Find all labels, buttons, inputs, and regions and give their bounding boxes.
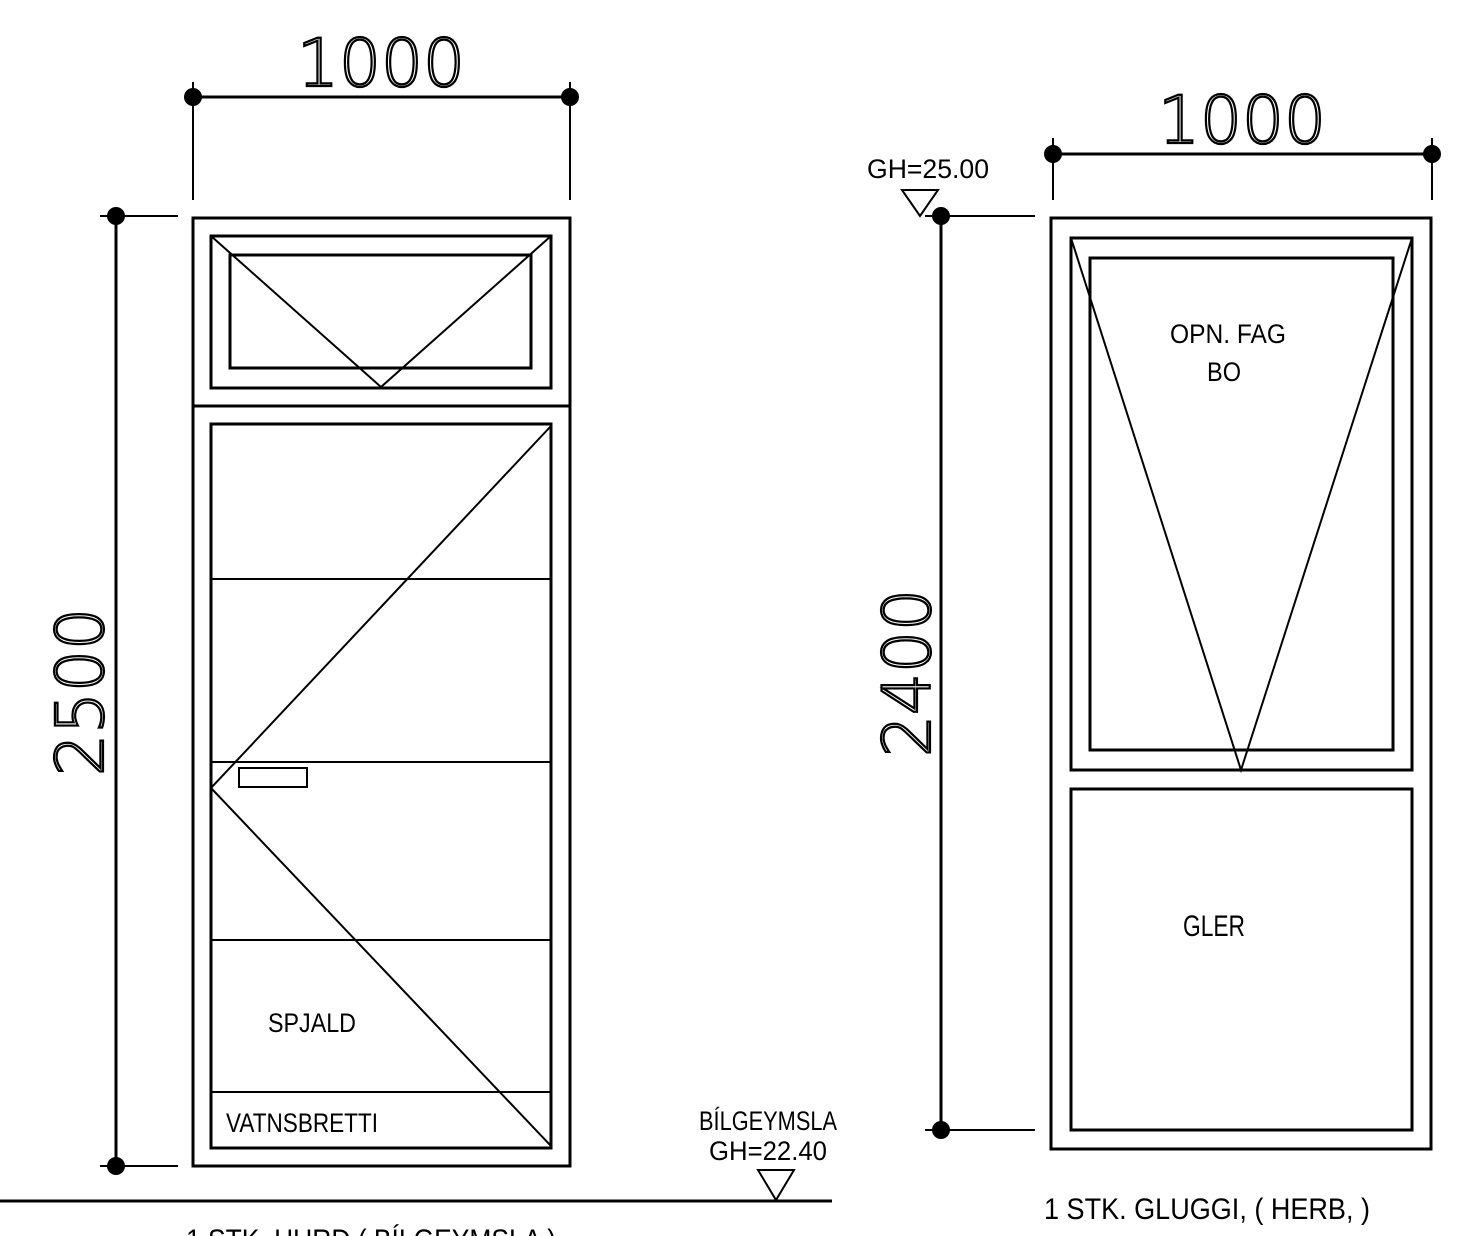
window-width-dot-left bbox=[1044, 145, 1062, 163]
window-level-text: GH=25.00 bbox=[867, 154, 989, 184]
window-opening-glass bbox=[1088, 256, 1395, 752]
door-transom-glass bbox=[228, 253, 533, 370]
window-fixed-glass bbox=[1069, 787, 1414, 1132]
window-label-open-2: BO bbox=[1207, 357, 1241, 387]
ground-level-marker bbox=[756, 1169, 796, 1202]
door-outer-frame bbox=[191, 216, 572, 1168]
door-transom-opening-mark bbox=[210, 235, 552, 389]
ground-name: BÍLGEYMSLA bbox=[699, 1106, 837, 1136]
window-elevation: 1000 GH=25.00 2400 OPN. FAG BO GLER 1 ST… bbox=[867, 81, 1441, 1226]
window-label-glass: GLER bbox=[1183, 910, 1245, 943]
door-leaf bbox=[209, 422, 553, 1150]
window-opening-mark bbox=[1070, 237, 1413, 774]
door-height-dot-top bbox=[107, 207, 125, 225]
door-height-dim-text: 2500 bbox=[42, 608, 119, 776]
door-transom-frame bbox=[209, 234, 553, 390]
ground-level: BÍLGEYMSLA GH=22.40 bbox=[0, 1106, 837, 1203]
window-width-dim-text: 1000 bbox=[1158, 82, 1326, 159]
window-label-open-1: OPN. FAG bbox=[1170, 319, 1286, 349]
window-height-dot-top bbox=[932, 207, 950, 225]
window-height-dim-text: 2400 bbox=[869, 589, 946, 757]
door-label-sill: VATNSBRETTI bbox=[226, 1108, 378, 1138]
door-width-dim-text: 1000 bbox=[297, 25, 465, 102]
window-opening-sash bbox=[1069, 236, 1414, 772]
window-level-marker bbox=[900, 189, 940, 218]
door-swing-mark bbox=[209, 425, 552, 1147]
door-height-dot-bottom bbox=[107, 1157, 125, 1175]
door-width-dot-right bbox=[561, 88, 579, 106]
window-width-dot-right bbox=[1423, 145, 1441, 163]
ground-level-text: GH=22.40 bbox=[709, 1136, 827, 1166]
door-elevation: 1000 2500 SPJALD VATNSBRETTI 1 STK. HURÐ… bbox=[41, 24, 579, 1236]
window-outer-frame bbox=[1049, 216, 1433, 1151]
door-width-dot-left bbox=[184, 88, 202, 106]
door-label-panel: SPJALD bbox=[268, 1008, 356, 1038]
window-height-dot-bottom bbox=[932, 1121, 950, 1139]
door-caption: 1 STK. HURÐ ( BÍLGEYMSLA ) bbox=[186, 1224, 556, 1236]
window-caption: 1 STK. GLUGGI, ( HERB, ) bbox=[1044, 1193, 1370, 1226]
door-mail-slot bbox=[238, 767, 308, 788]
